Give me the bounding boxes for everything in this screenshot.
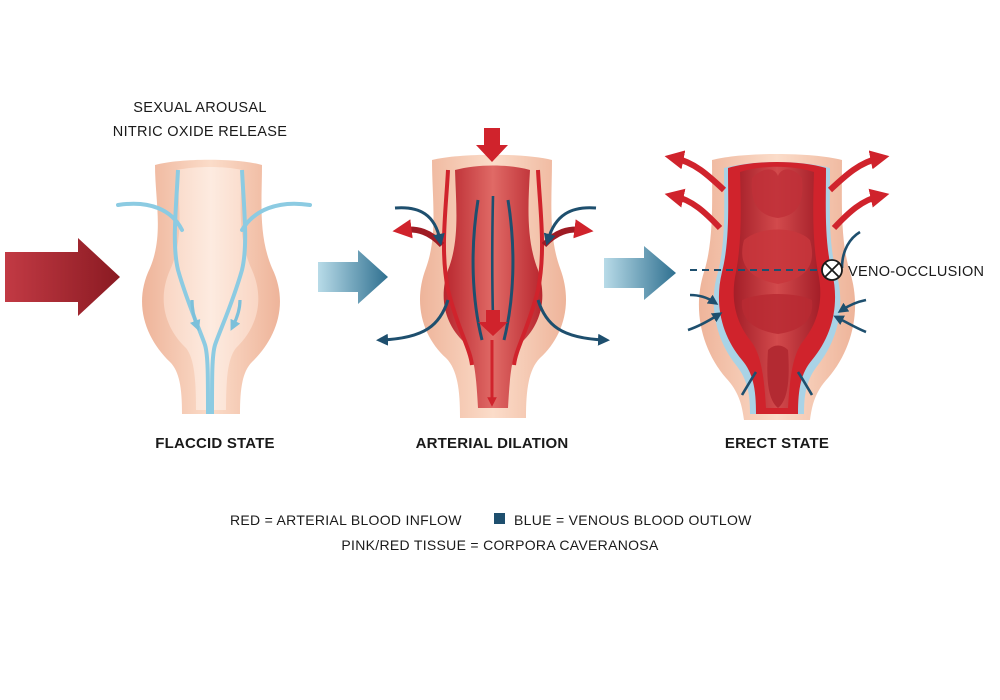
legend-red: RED = ARTERIAL BLOOD INFLOW	[230, 512, 462, 528]
stage-label-flaccid: FLACCID STATE	[155, 435, 275, 452]
annotation-line-2: NITRIC OXIDE RELEASE	[113, 124, 287, 140]
erect-illustration	[664, 150, 890, 420]
transition-arrow-1	[318, 250, 388, 304]
legend: RED = ARTERIAL BLOOD INFLOW BLUE = VENOU…	[230, 512, 752, 553]
annotation-line-1: SEXUAL AROUSAL	[133, 100, 266, 116]
stage-label-erect: ERECT STATE	[725, 435, 829, 452]
stage-label-arterial-dilation: ARTERIAL DILATION	[416, 435, 569, 452]
legend-blue-swatch	[494, 513, 505, 524]
veno-occlusion-label: VENO-OCCLUSION	[848, 264, 984, 280]
legend-blue: BLUE = VENOUS BLOOD OUTLOW	[514, 512, 752, 528]
transition-arrow-2	[604, 246, 676, 300]
legend-tissue: PINK/RED TISSUE = CORPORA CAVERANOSA	[341, 537, 659, 553]
arterial-dilation-illustration	[376, 128, 610, 418]
flaccid-illustration	[116, 159, 312, 415]
inflow-arrow-large	[5, 238, 120, 316]
